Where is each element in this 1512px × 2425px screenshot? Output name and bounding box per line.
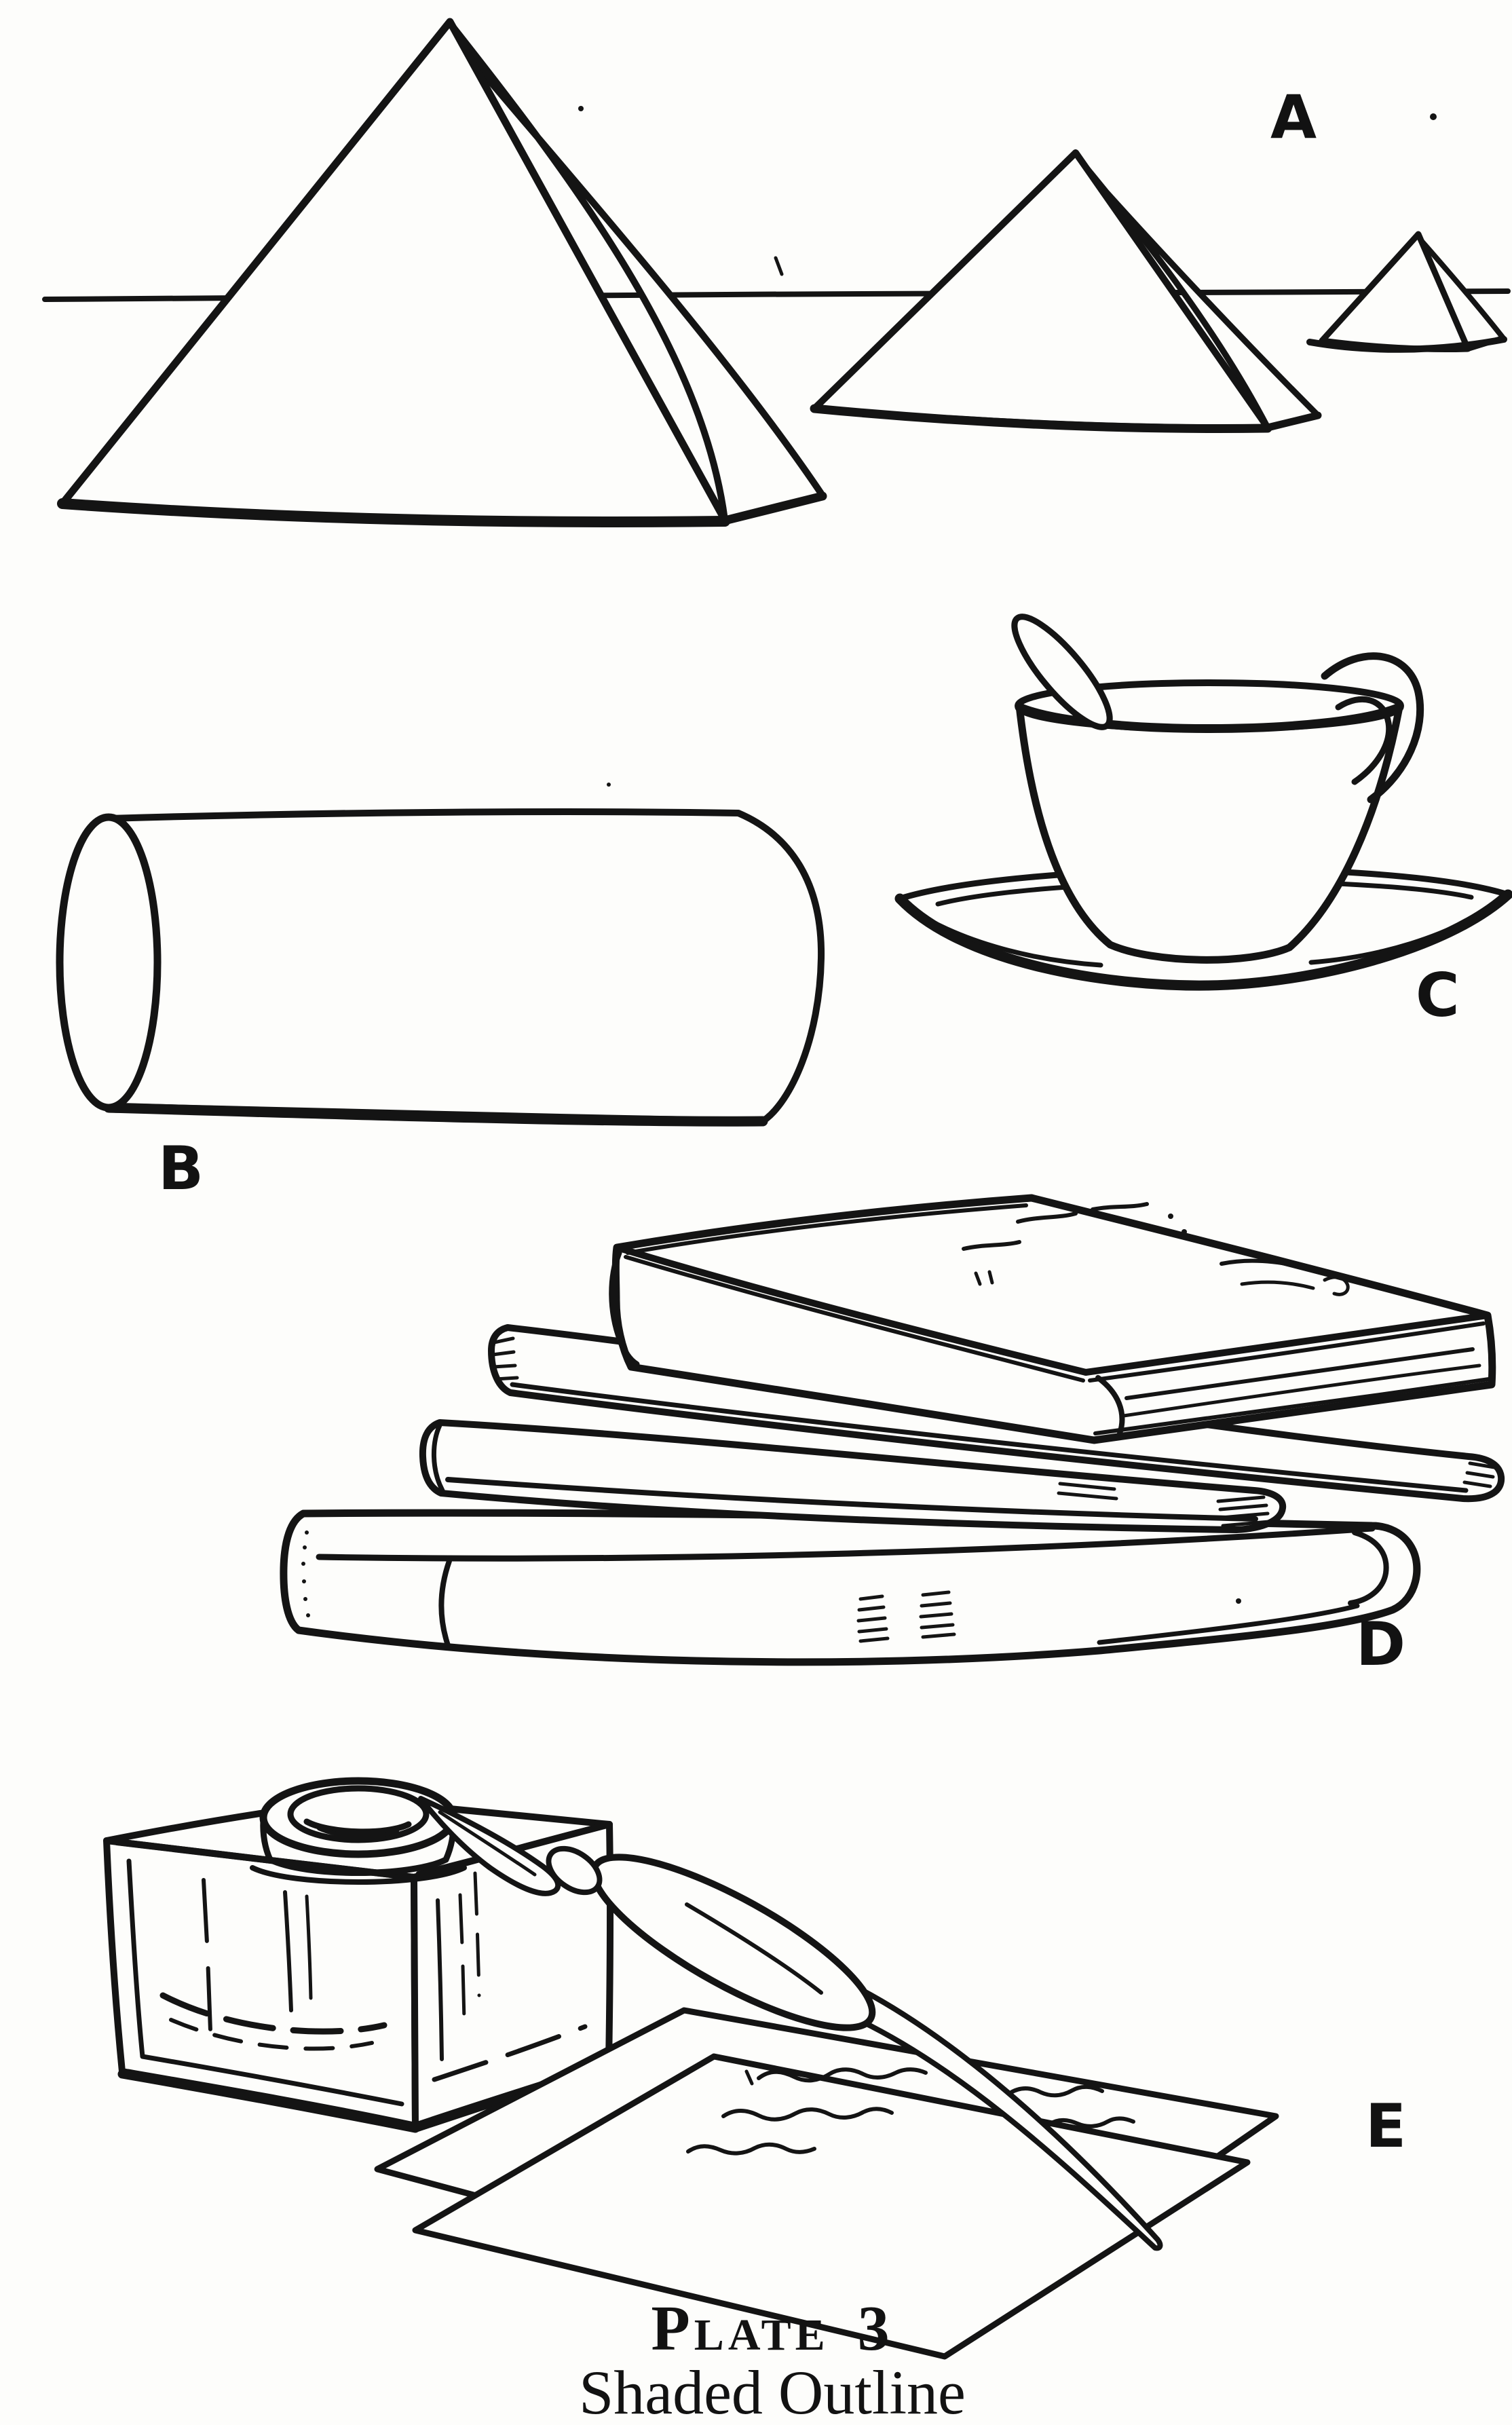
- large-pyramid: [57, 18, 827, 527]
- scan-speck: [774, 256, 784, 276]
- books-figure: D: [280, 1194, 1505, 1679]
- dip-pen: [418, 1796, 1163, 2251]
- third-book-outline: [419, 1419, 1287, 1533]
- top-book: [609, 1194, 1496, 1444]
- top-book-spine-curve: [609, 1249, 640, 1368]
- third-book: [419, 1419, 1287, 1533]
- cylinder-end-ellipse: [56, 813, 162, 1112]
- pyramids-figure: A: [42, 18, 1511, 527]
- top-book-outline: [611, 1194, 1496, 1444]
- saucer-front-rim: [894, 889, 1512, 991]
- second-book-page-edges: [491, 1336, 1496, 1501]
- spoon-handle: [1011, 614, 1113, 730]
- bottom-book-spine-lettering: [856, 1590, 956, 1643]
- teacup-figure: C: [894, 614, 1512, 1030]
- scan-speck: [1430, 113, 1437, 120]
- third-book-page-edges: [1216, 1495, 1271, 1528]
- plate-subtitle: Shaded Outline: [579, 2358, 966, 2425]
- bottom-book-headband-dots: [301, 1530, 310, 1617]
- ink-surface: [303, 1818, 412, 1835]
- cup-handle: [1321, 652, 1424, 804]
- inkwell: [103, 1777, 614, 2133]
- top-book-cover-scrawls: [962, 1202, 1350, 1296]
- cylinder-figure: B: [56, 783, 825, 1203]
- pen-shaft: [835, 1985, 1163, 2251]
- bottom-book: [280, 1509, 1421, 1666]
- scan-speck: [1236, 1598, 1241, 1604]
- pen-nib-slit: [438, 1810, 537, 1877]
- medium-pyramid: [810, 149, 1322, 434]
- figure-label-b: B: [158, 1133, 204, 1203]
- small-pyramid: [1306, 231, 1507, 353]
- figure-label-a: A: [1270, 82, 1317, 152]
- figure-label-e: E: [1365, 2091, 1406, 2161]
- handwriting-squiggles: [686, 2067, 1135, 2156]
- cylinder-body: [105, 808, 825, 1125]
- scan-speck: [578, 106, 584, 111]
- figure-label-c: C: [1416, 960, 1460, 1030]
- pen-collar: [546, 1845, 603, 1896]
- inkwell-scene: E: [103, 1777, 1406, 2360]
- figure-label-d: D: [1356, 1609, 1405, 1679]
- scan-speck: [607, 783, 611, 787]
